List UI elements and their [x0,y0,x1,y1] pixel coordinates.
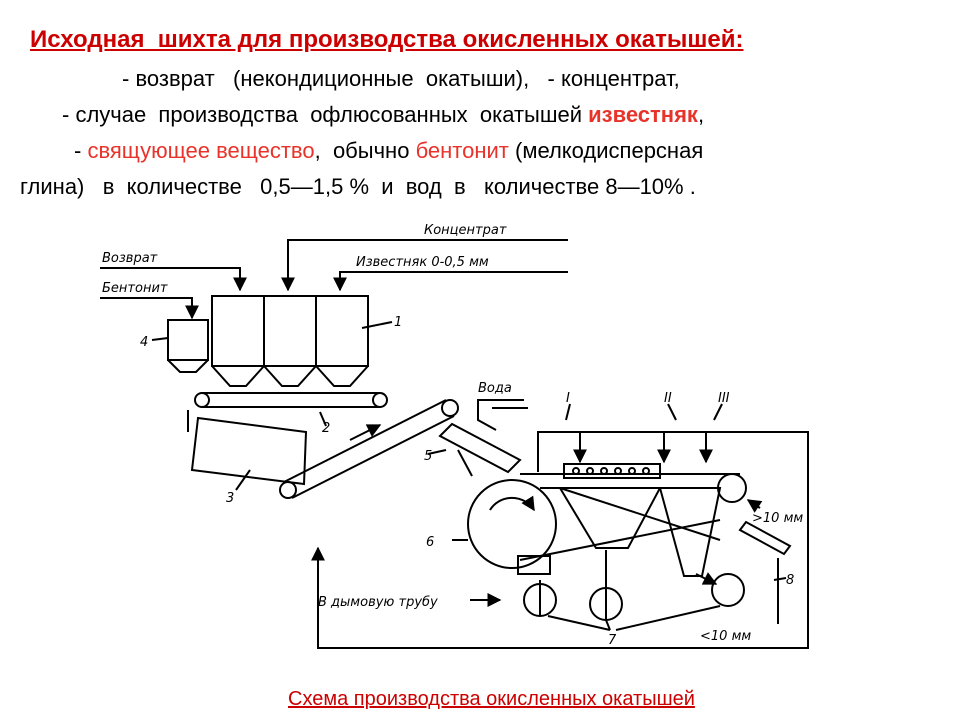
bins-1 [211,295,393,387]
text-line-1: - возврат (некондиционные окатыши), - ко… [122,66,680,91]
binder-highlight: свящующее вещество [87,138,315,163]
label-num-7: 7 [608,633,617,648]
label-water: Вода [478,381,512,396]
drum-6 [452,479,557,575]
fans-7 [523,550,745,631]
label-bentonite: Бентонит [102,281,168,296]
limestone-feed-line [333,271,568,292]
label-chimney: В дымовую трубу [318,595,438,610]
heading: Исходная шихта для производства окисленн… [30,26,744,53]
text-line-4: глина) в количестве 0,5—1,5 % и вод в ко… [20,174,696,199]
roasting-machine [311,403,809,649]
label-num-2: 2 [322,421,330,436]
bin-4 [151,319,209,373]
label-limestone: Известняк 0-0,5 мм [356,255,489,270]
mixer-drum-3 [187,410,308,491]
text-line-3: - свящующее вещество, обычно бентонит (м… [74,138,703,164]
label-num-8: 8 [786,573,794,588]
bentonite-highlight: бентонит [415,138,509,163]
water-feed [477,399,528,431]
label-concentrate: Концентрат [424,223,507,238]
line2-suffix: , [697,102,705,127]
label-num-3: 3 [226,491,234,506]
bentonite-feed-line [100,297,199,320]
label-num-1: 1 [394,315,402,330]
label-zone-III: III [718,391,730,406]
collecting-conveyor-2 [194,392,388,427]
label-num-4: 4 [140,335,148,350]
line3-prefix: - [74,138,88,163]
text-line-2: - случае производства офлюсованных окаты… [62,102,704,128]
diagram-caption: Схема производства окисленных окатышей [288,688,695,710]
line2-prefix: - случае производства офлюсованных окаты… [62,102,589,127]
line3-suffix: (мелкодисперсная [508,138,704,163]
inclined-conveyor [279,399,459,499]
concentrate-feed-line [281,239,568,292]
label-size-over: >10 мм [752,511,803,526]
label-zone-I: I [566,391,570,406]
label-num-6: 6 [426,535,434,550]
pelletizer-5 [427,422,522,477]
screen-8 [738,499,792,624]
label-size-under: <10 мм [700,629,751,644]
line3-mid: , обычно [314,138,416,163]
limestone-highlight: известняк [588,102,698,127]
label-num-5: 5 [424,449,432,464]
return-feed-line [100,267,247,292]
label-zone-II: II [664,391,672,406]
label-return: Возврат [102,251,158,266]
